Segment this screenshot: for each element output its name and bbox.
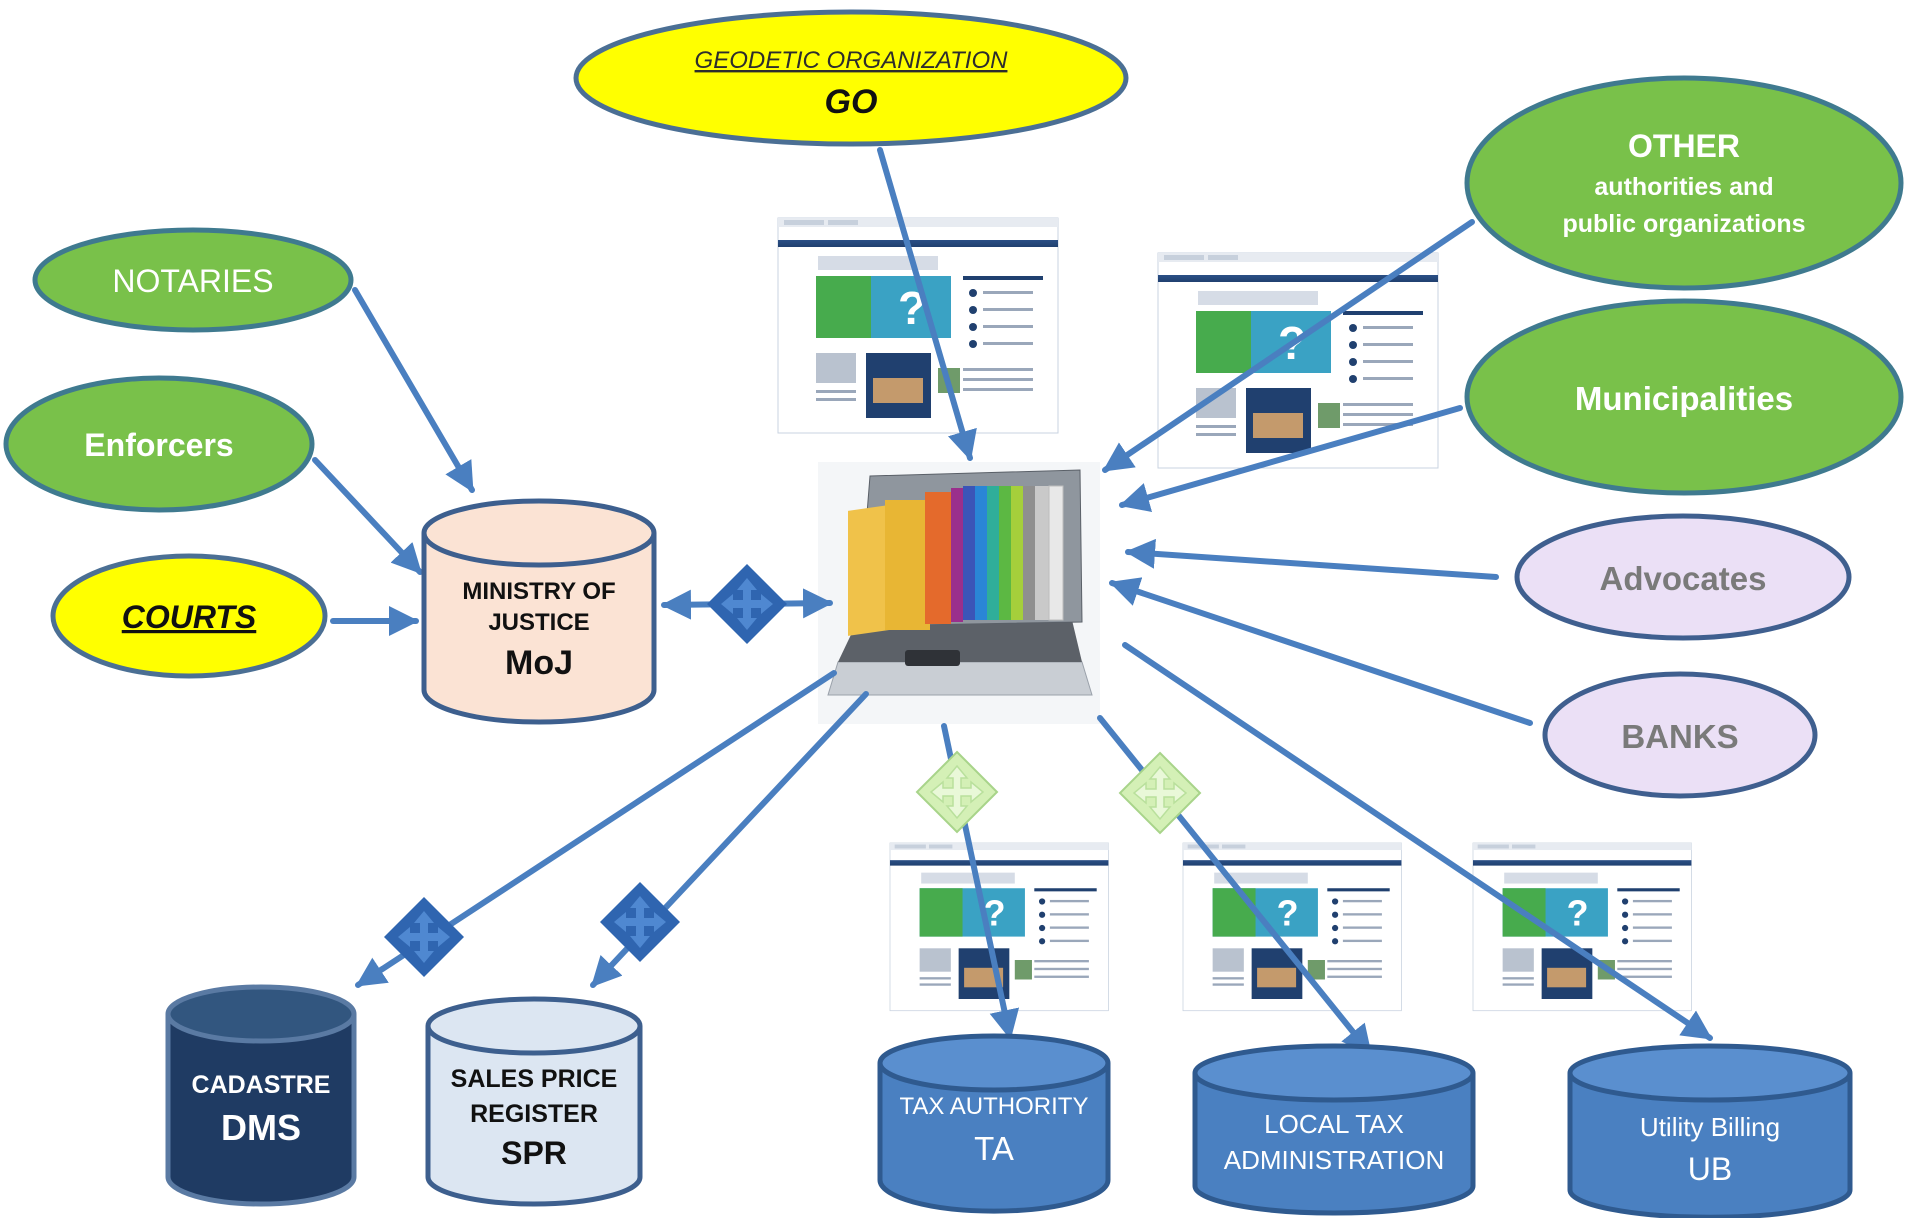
connector-diamond-icon: [384, 897, 464, 977]
node-go: GEODETIC ORGANIZATION GO: [573, 9, 1129, 147]
moj-line1: MINISTRY OF: [462, 578, 615, 605]
ta-line1: TAX AUTHORITY: [900, 1093, 1089, 1120]
db-lta: LOCAL TAX ADMINISTRATION: [1192, 1043, 1476, 1216]
website-screenshot-icon: [1472, 842, 1692, 1012]
node-other: OTHER authorities and public organizatio…: [1464, 75, 1904, 291]
lta-line2: ADMINISTRATION: [1224, 1145, 1445, 1175]
moj-line2: JUSTICE: [488, 609, 589, 636]
other-line2: authorities and: [1594, 173, 1773, 201]
laptop-folders-icon: [818, 462, 1100, 724]
banks-label: BANKS: [1621, 718, 1738, 755]
arrow-enforcers: [312, 457, 423, 575]
website-screenshot-icon: [1182, 842, 1402, 1012]
arrow-notaries: [352, 287, 475, 493]
go-title: GEODETIC ORGANIZATION: [695, 47, 1009, 74]
arrow-other: [1102, 219, 1475, 473]
arrow-ub: [1122, 642, 1713, 1041]
cadastre-abbr: DMS: [221, 1107, 301, 1148]
db-ta: TAX AUTHORITY TA: [877, 1033, 1111, 1214]
arrow-advocates: [1125, 538, 1499, 580]
ub-abbr: UB: [1688, 1151, 1732, 1187]
notaries-label: NOTARIES: [112, 263, 273, 299]
spr-line2: REGISTER: [470, 1100, 598, 1128]
spr-line1: SALES PRICE: [451, 1065, 618, 1093]
connector-diamond-icon: [600, 882, 680, 962]
node-advocates: Advocates: [1514, 513, 1852, 641]
spr-abbr: SPR: [501, 1135, 567, 1171]
arrow-go: [877, 147, 977, 461]
node-courts: COURTS: [50, 553, 328, 679]
connector-diamond-icon: [916, 751, 998, 833]
arrow-municipalities: [1119, 405, 1463, 512]
ub-line1: Utility Billing: [1640, 1112, 1780, 1142]
db-cadastre: CADASTRE DMS: [165, 984, 357, 1207]
courts-label: COURTS: [122, 599, 257, 635]
node-municipalities: Municipalities: [1464, 298, 1904, 496]
node-enforcers: Enforcers: [3, 375, 315, 513]
lta-line1: LOCAL TAX: [1264, 1109, 1404, 1139]
go-abbr: GO: [825, 83, 878, 121]
website-screenshot-icon: [1157, 252, 1439, 469]
db-moj: MINISTRY OF JUSTICE MoJ: [421, 498, 657, 725]
db-spr: SALES PRICE REGISTER SPR: [425, 996, 643, 1207]
arrow-banks: [1109, 577, 1533, 726]
cadastre-line1: CADASTRE: [192, 1071, 331, 1099]
node-notaries: NOTARIES: [32, 227, 354, 333]
other-title: OTHER: [1628, 128, 1740, 164]
db-ub: Utility Billing UB: [1567, 1043, 1853, 1218]
moj-abbr: MoJ: [505, 644, 573, 682]
municipalities-label: Municipalities: [1575, 380, 1793, 417]
other-line3: public organizations: [1562, 210, 1805, 238]
connector-diamond-icon: [1119, 752, 1201, 834]
ta-abbr: TA: [974, 1130, 1014, 1167]
connector-diamond-icon: [707, 564, 787, 644]
node-banks: BANKS: [1542, 671, 1818, 799]
enforcers-label: Enforcers: [84, 427, 233, 463]
website-screenshot-icon: [777, 217, 1059, 434]
advocates-label: Advocates: [1600, 560, 1767, 597]
